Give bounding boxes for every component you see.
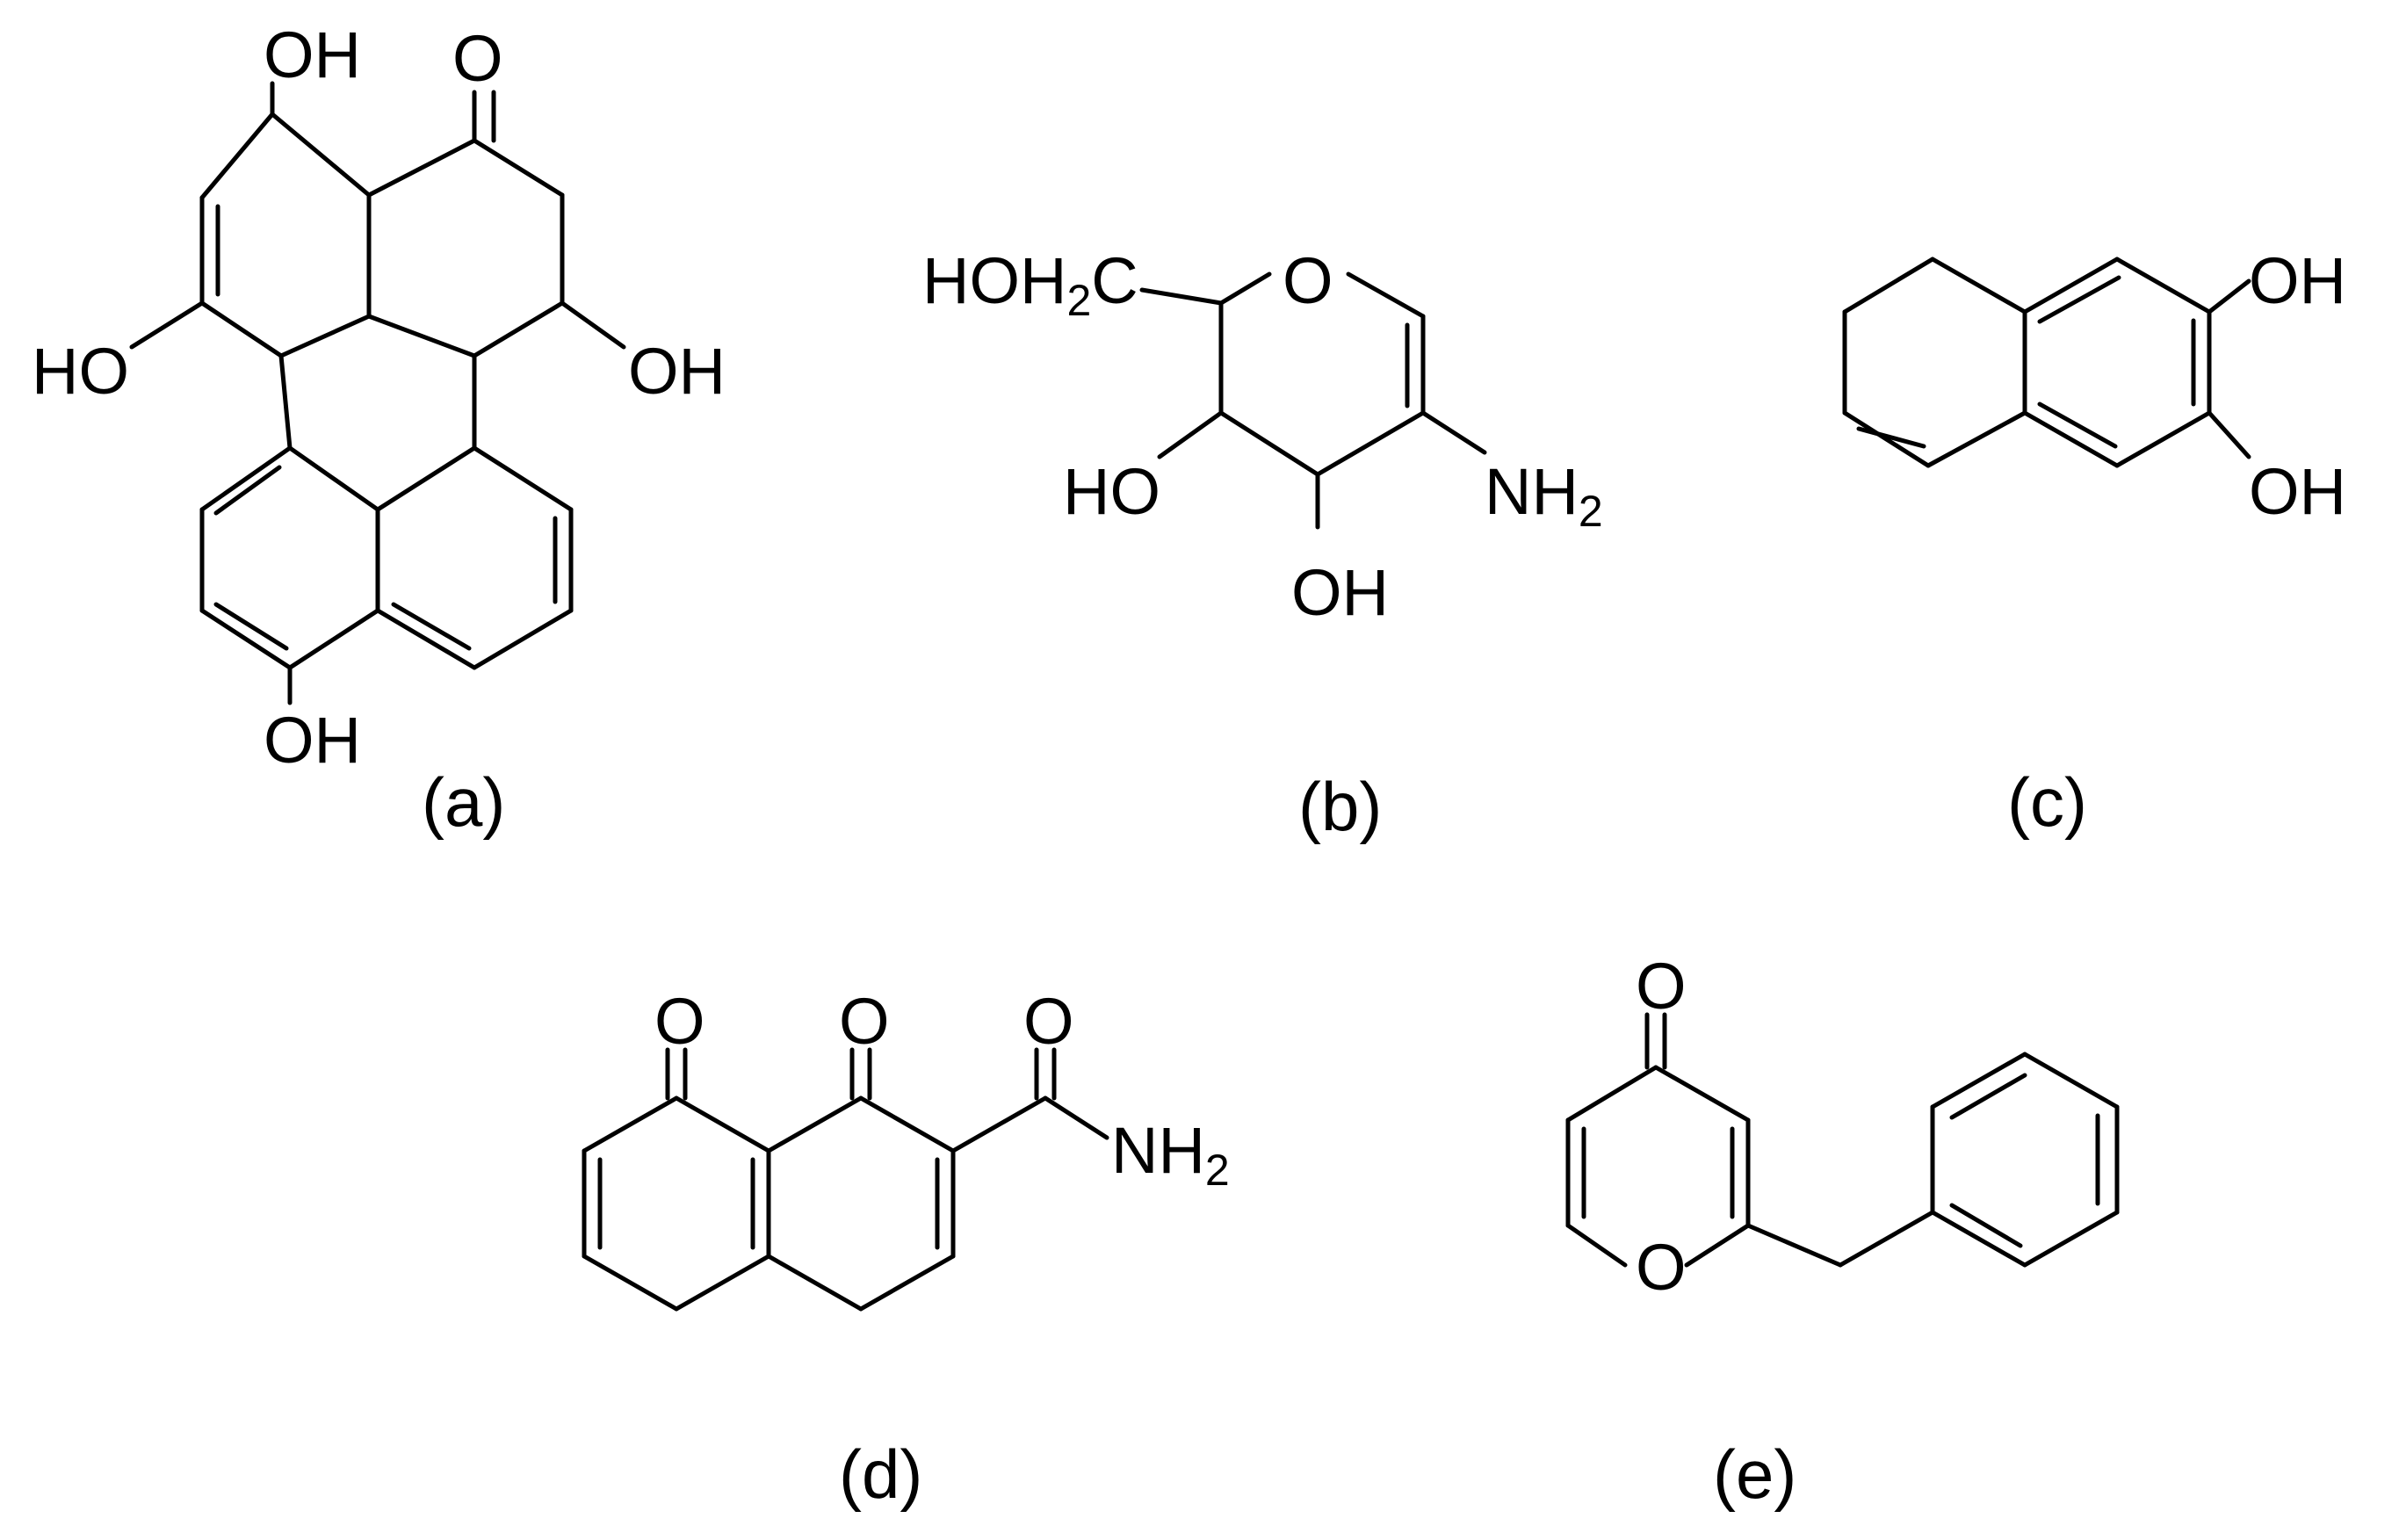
a-atom-ho-left: HO xyxy=(32,335,129,408)
c-atom-oh-bottom: OH xyxy=(2249,455,2346,528)
structure-a: OH O HO OH OH (a) xyxy=(32,18,726,841)
structure-d-bonds xyxy=(582,1047,1109,1312)
a-atom-o-ketone: O xyxy=(452,22,503,95)
structure-b-bonds xyxy=(1139,271,1487,530)
d-atom-o-amide: O xyxy=(1023,985,1074,1058)
b-atom-hoh2c-hoh: HOH xyxy=(922,244,1066,317)
b-atom-oh-bottom: OH xyxy=(1291,556,1389,629)
b-atom-nh2-nh: NH xyxy=(1485,455,1579,528)
structure-d: O O O NH2 (d) xyxy=(582,985,1230,1513)
panel-label-d: (d) xyxy=(839,1435,922,1513)
structure-c-bonds xyxy=(1842,257,2251,468)
structure-e: O O (e) xyxy=(1565,950,2120,1513)
b-atom-ho: HO xyxy=(1063,455,1160,528)
panel-label-b: (b) xyxy=(1298,768,1382,845)
b-atom-hoh2c-c: C xyxy=(1091,244,1138,317)
b-atom-hoh2c: HOH2C xyxy=(922,244,1138,325)
e-atom-o-ring: O xyxy=(1636,1231,1687,1304)
e-atom-o-carbonyl: O xyxy=(1636,950,1687,1023)
b-atom-nh2: NH2 xyxy=(1485,455,1603,536)
a-atom-oh-right: OH xyxy=(628,335,726,408)
d-atom-nh2-nh: NH xyxy=(1111,1114,1205,1187)
a-atom-oh-top: OH xyxy=(264,18,361,91)
panel-label-a: (a) xyxy=(422,763,505,841)
b-atom-hoh2c-sub: 2 xyxy=(1066,276,1091,325)
structure-c: OH OH (c) xyxy=(1842,244,2346,841)
d-atom-o-middle: O xyxy=(839,985,890,1058)
structure-b: HOH2C O HO NH2 OH (b) xyxy=(922,244,1603,845)
d-atom-o-left: O xyxy=(654,985,705,1058)
structure-e-bonds xyxy=(1565,1012,2120,1268)
a-atom-oh-bottom: OH xyxy=(264,704,361,777)
d-atom-nh2-sub: 2 xyxy=(1205,1146,1230,1195)
structure-a-bonds xyxy=(129,81,626,705)
panel-label-c: (c) xyxy=(2007,763,2087,841)
b-atom-o-ring: O xyxy=(1283,244,1333,317)
b-atom-nh2-sub: 2 xyxy=(1579,487,1603,536)
panel-label-e: (e) xyxy=(1713,1435,1796,1513)
d-atom-nh2: NH2 xyxy=(1111,1114,1230,1195)
c-atom-oh-top: OH xyxy=(2249,244,2346,317)
